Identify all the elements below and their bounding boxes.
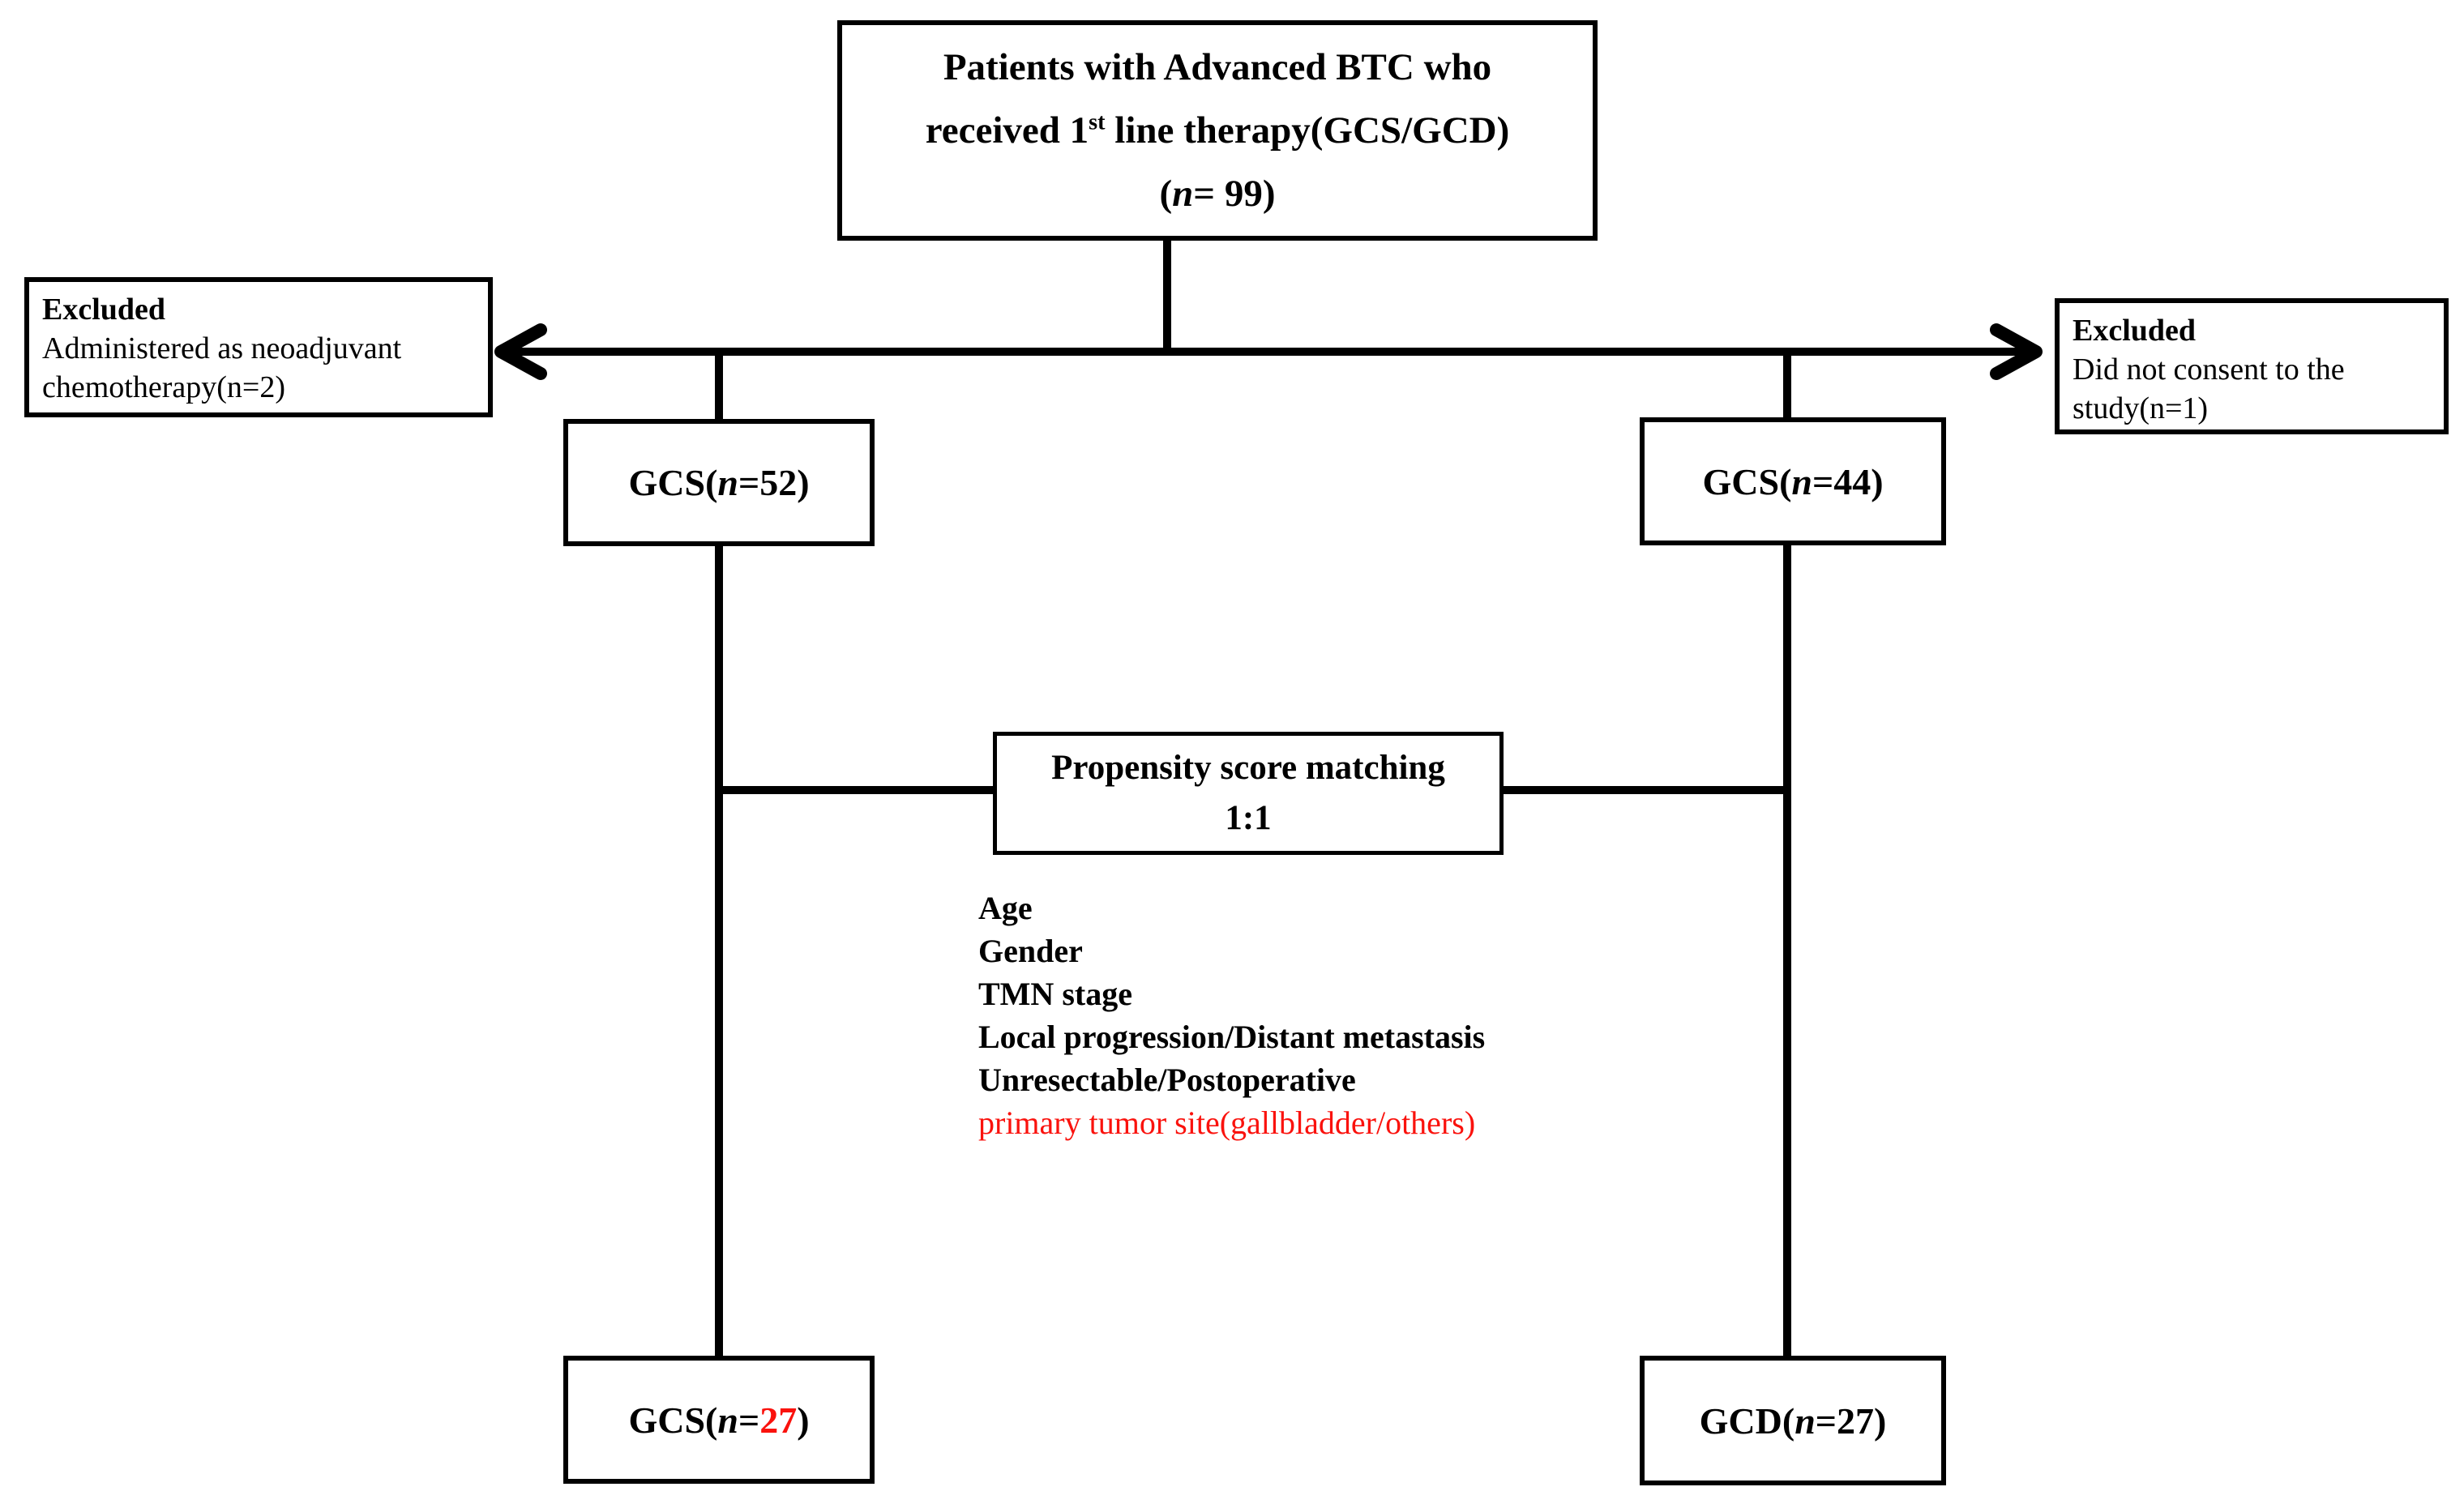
criteria-item-primary-tumor-site: primary tumor site(gallbladder/others)	[978, 1104, 1476, 1141]
propensity-matching-box: Propensity score matching 1:1	[993, 732, 1504, 855]
top-box-line2: received 1st line therapy(GCS/GCD)	[926, 99, 1509, 162]
arm-left-pre: GCS(	[628, 462, 718, 503]
criteria-item-age: Age	[978, 890, 1033, 926]
arm-box-gcs-44-label: GCS(n=44)	[1702, 460, 1883, 503]
excluded-left-title: Excluded	[42, 293, 166, 327]
arrow-left-icon	[494, 323, 547, 380]
top-box-population: Patients with Advanced BTC who received …	[837, 20, 1598, 241]
excluded-left-reason: Administered as neoadjuvant chemotherapy…	[42, 331, 402, 404]
n-symbol: n	[1791, 460, 1812, 502]
top-box-line2-post: line therapy(GCS/GCD)	[1105, 109, 1510, 152]
excluded-right-box: Excluded Did not consent to the study(n=…	[2055, 298, 2449, 434]
excluded-right-title: Excluded	[2073, 314, 2197, 348]
n-symbol: n	[717, 1399, 738, 1441]
arm-left-count: =52)	[738, 462, 810, 503]
final-right-pre: GCD(	[1699, 1399, 1795, 1442]
final-box-gcs-27-label: GCS(n=27)	[628, 1399, 809, 1442]
n-symbol: n	[1795, 1399, 1816, 1442]
criteria-item-progression-metastasis: Local progression/Distant metastasis	[978, 1019, 1486, 1055]
top-box-line1: Patients with Advanced BTC who	[943, 46, 1492, 88]
final-left-equals: =	[738, 1399, 760, 1441]
final-right-count: =27)	[1815, 1399, 1887, 1442]
final-box-gcd-27-label: GCD(n=27)	[1700, 1399, 1887, 1442]
final-left-pre: GCS(	[628, 1399, 718, 1441]
top-box-line2-superscript: st	[1089, 109, 1106, 135]
arm-box-gcs-52: GCS(n=52)	[563, 419, 875, 546]
arm-box-gcs-52-label: GCS(n=52)	[628, 461, 809, 504]
n-symbol: n	[717, 462, 738, 503]
excluded-left-box: Excluded Administered as neoadjuvant che…	[24, 277, 493, 417]
arm-box-gcs-44: GCS(n=44)	[1640, 417, 1946, 545]
arm-right-count: =44)	[1812, 460, 1884, 502]
criteria-item-tmn-stage: TMN stage	[978, 976, 1132, 1012]
matching-criteria-list: Age Gender TMN stage Local progression/D…	[978, 887, 1485, 1144]
paren-close: )	[797, 1399, 810, 1441]
excluded-right-reason: Did not consent to the study(n=1)	[2073, 352, 2345, 425]
n-value: = 99)	[1193, 173, 1276, 215]
top-box-line2-pre: received 1	[925, 109, 1089, 152]
arrow-right-icon	[1990, 323, 2043, 380]
final-box-gcd-27: GCD(n=27)	[1640, 1356, 1946, 1485]
arm-right-pre: GCS(	[1702, 460, 1792, 502]
matching-line1: Propensity score matching	[1051, 749, 1445, 787]
paren-open: (	[1159, 173, 1173, 215]
final-left-count-red: 27	[759, 1399, 798, 1441]
n-symbol: n	[1172, 173, 1194, 215]
final-box-gcs-27: GCS(n=27)	[563, 1356, 875, 1484]
top-box-count: (n= 99)	[1160, 162, 1276, 225]
criteria-item-gender: Gender	[978, 933, 1083, 969]
matching-ratio: 1:1	[1225, 799, 1272, 837]
criteria-item-unresectable-postoperative: Unresectable/Postoperative	[978, 1062, 1356, 1098]
